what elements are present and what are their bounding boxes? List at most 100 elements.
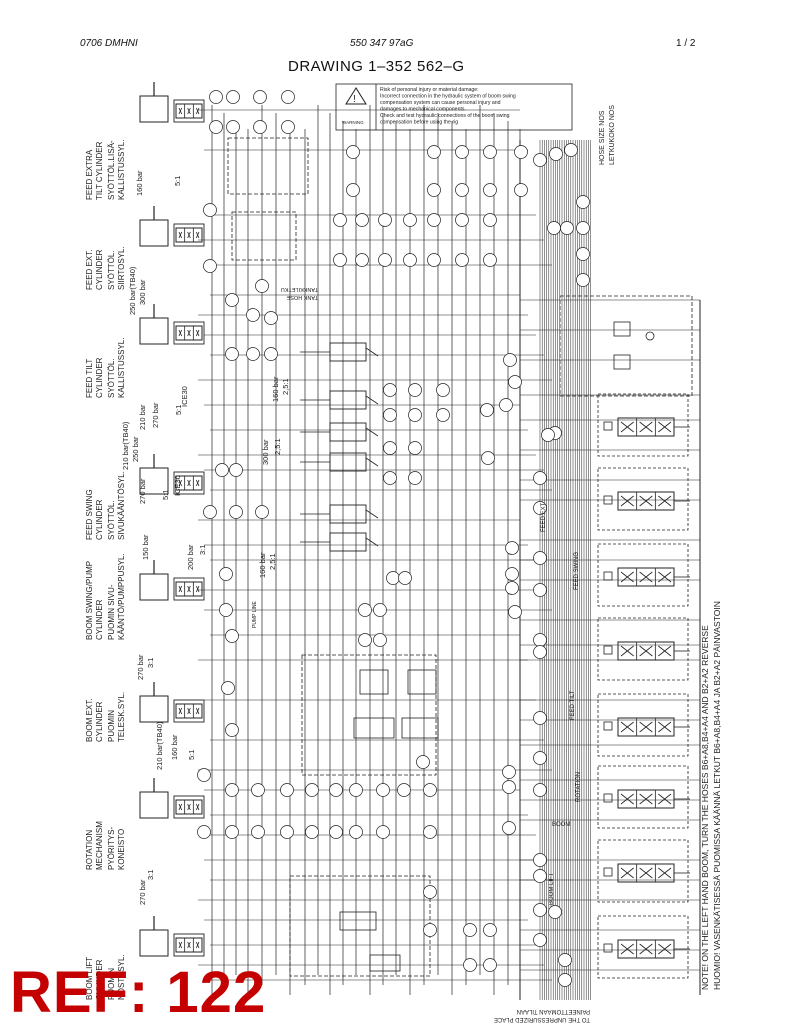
hose-number-bubble <box>408 383 422 397</box>
flow-arrow <box>187 941 191 949</box>
pressure-setting: 250 bar <box>131 436 140 462</box>
valve-label: ROTATION <box>576 772 582 802</box>
hose-number-bubble <box>225 293 239 307</box>
shuttle-valve <box>329 390 367 410</box>
load-holding-valve <box>173 99 205 123</box>
hose-number-bubble <box>483 183 497 197</box>
hose-number-bubble <box>386 571 400 585</box>
flow-arrow <box>365 537 379 547</box>
flow-arrow <box>639 721 653 733</box>
pilot-port <box>603 495 613 505</box>
section-label-en: FEED TILT <box>85 359 94 398</box>
pressure-setting: 2,5:1 <box>268 553 277 570</box>
hose-number-bubble <box>209 120 223 134</box>
hose-number-bubble <box>226 90 240 104</box>
section-label-en: BOOM EXT. <box>85 698 94 742</box>
pressure-setting: 3:1 <box>146 658 155 668</box>
flow-arrow <box>187 707 191 715</box>
load-holding-valve <box>173 321 205 345</box>
hose-number-bubble <box>403 253 417 267</box>
hose-number-bubble <box>219 567 233 581</box>
hose-number-bubble <box>576 273 590 287</box>
pilot-port <box>603 571 613 581</box>
hose-number-bubble <box>436 383 450 397</box>
section-label-en: CYLINDER <box>95 599 104 640</box>
hose-number-bubble <box>423 825 437 839</box>
counterbalance-valve <box>175 103 203 119</box>
hose-number-bubble <box>533 633 547 647</box>
hose-number-bubble <box>576 247 590 261</box>
flow-arrow <box>620 421 634 433</box>
hose-number-bubble <box>505 567 519 581</box>
flow-arrow <box>365 427 379 437</box>
valve-label: BOOM LIFT <box>549 872 555 905</box>
flow-arrow <box>639 793 653 805</box>
section-label-en: CYLINDER <box>95 701 104 742</box>
section-label-fi: SIVUKÄÄNTÖSYL. <box>117 471 126 540</box>
flow-arrow <box>187 479 191 487</box>
counterbalance-valve <box>175 227 203 243</box>
hose-number-bubble <box>502 765 516 779</box>
check-valve <box>613 321 631 337</box>
valve-section-frame <box>597 915 689 979</box>
hose-number-bubble <box>547 221 561 235</box>
pressure-setting: 250 bar(TB40) <box>128 266 137 315</box>
flow-arrow <box>620 867 634 879</box>
warning-text: damages to mechanical components. <box>380 107 466 113</box>
hose-number-bubble <box>346 183 360 197</box>
hose-number-bubble <box>349 783 363 797</box>
section-label-en: CYLINDER <box>95 249 104 290</box>
flow-arrow <box>365 457 379 467</box>
left-hand-boom-note: HUOMIO! VASENKÄTISESSÄ PUOMISSA KÄÄNNÄ L… <box>712 601 722 990</box>
section-label-fi: SIIRTOSYL. <box>117 246 126 290</box>
hose-number-bubble <box>427 253 441 267</box>
hose-number-bubble <box>549 147 563 161</box>
hose-number-bubble <box>463 958 477 972</box>
section-label-fi: SYÖTTÖL. <box>107 358 116 398</box>
hose-number-bubble <box>225 347 239 361</box>
pressure-setting: 2,5:1 <box>281 378 290 395</box>
pilot-port <box>603 645 613 655</box>
flow-arrow <box>639 495 653 507</box>
pilot-port <box>603 793 613 803</box>
flow-arrow <box>195 941 200 949</box>
hose-number-bubble <box>229 463 243 477</box>
section-label-fi: SYÖTTÖL. <box>107 500 116 540</box>
pressure-setting: 3:1 <box>146 870 155 880</box>
hose-number-bubble <box>251 825 265 839</box>
hose-number-bubble <box>251 783 265 797</box>
section-label-fi: PUOMIN <box>107 968 116 1000</box>
hose-number-bubble <box>225 783 239 797</box>
section-label-fi: PUOMIN SIVU- <box>107 584 116 640</box>
page-number: 1 / 2 <box>676 38 696 49</box>
flow-arrow <box>639 571 653 583</box>
section-label-en: FEED EXTRA <box>85 149 94 200</box>
flow-arrow <box>639 421 653 433</box>
hose-number-bubble <box>378 253 392 267</box>
hose-number-bubble <box>541 428 555 442</box>
hose-number-bubble <box>281 90 295 104</box>
flow-arrow <box>658 495 672 507</box>
hose-number-bubble <box>427 213 441 227</box>
section-label-fi: PYÖRITYS- <box>107 827 116 870</box>
hose-number-bubble <box>349 825 363 839</box>
hose-number-bubble <box>333 253 347 267</box>
shuttle-valve <box>329 422 367 442</box>
hose-number-bubble <box>280 783 294 797</box>
valve-label: PUMP LINE <box>252 600 258 628</box>
flow-arrow <box>658 645 672 657</box>
hose-number-bubble <box>264 347 278 361</box>
feed-extra-tilt-block <box>227 137 309 195</box>
hose-number-bubble <box>560 221 574 235</box>
part-number: 550 347 97aG <box>350 38 414 49</box>
hose-number-bubble <box>423 885 437 899</box>
control-block <box>559 295 693 397</box>
hose-number-bubble <box>398 571 412 585</box>
hose-number-bubble <box>548 905 562 919</box>
section-label-en: FEED SWING <box>85 489 94 540</box>
hose-number-bubble <box>305 783 319 797</box>
hose-number-bubble <box>225 825 239 839</box>
hose-number-bubble <box>305 825 319 839</box>
hose-number-bubble <box>408 471 422 485</box>
